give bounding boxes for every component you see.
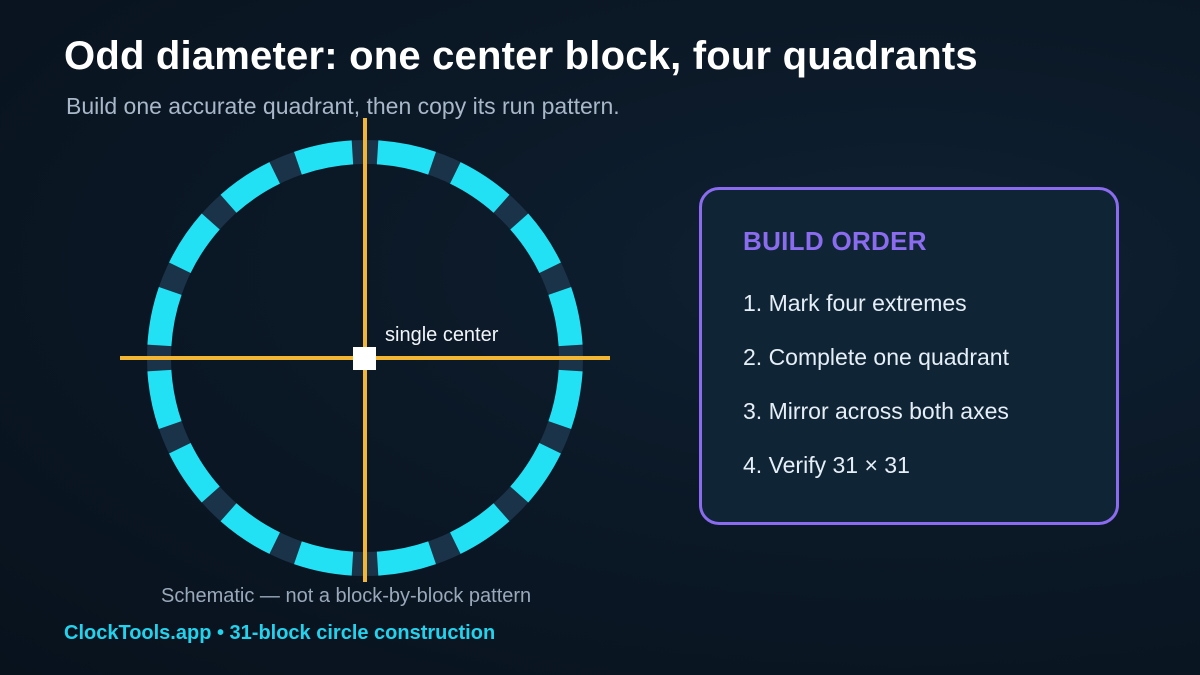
build-order-heading: BUILD ORDER [743, 226, 927, 256]
build-step: 1. Mark four extremes [743, 290, 967, 316]
center-block [353, 347, 376, 370]
ring-segment [449, 162, 510, 213]
ring-segment [376, 140, 436, 175]
ring-segment [169, 442, 220, 503]
page-subtitle: Build one accurate quadrant, then copy i… [66, 93, 620, 119]
ring-segment [548, 287, 583, 347]
build-step: 3. Mirror across both axes [743, 398, 1009, 424]
ring-segment [510, 442, 561, 503]
page-title: Odd diameter: one center block, four qua… [64, 34, 978, 78]
ring-segments [147, 140, 583, 576]
build-order-panel: BUILD ORDER 1. Mark four extremes 2. Com… [699, 187, 1119, 525]
ring-segment [294, 541, 354, 576]
circle-diagram: single center [120, 118, 610, 582]
diagram-caption: Schematic — not a block-by-block pattern [161, 585, 532, 607]
ring-segment [294, 140, 354, 175]
ring-segment [449, 503, 510, 554]
ring-segment [220, 503, 281, 554]
ring-segment [147, 287, 182, 347]
ring-segment [510, 213, 561, 274]
center-label: single center [385, 324, 499, 346]
ring-segment [169, 213, 220, 274]
ring-segment [147, 369, 182, 429]
build-step: 2. Complete one quadrant [743, 344, 1009, 370]
ring-segment [548, 369, 583, 429]
build-order-steps: 1. Mark four extremes 2. Complete one qu… [743, 290, 1009, 506]
footer-credit: ClockTools.app • 31-block circle constru… [64, 622, 496, 644]
build-step: 4. Verify 31 × 31 [743, 452, 910, 478]
ring-segment [376, 541, 436, 576]
ring-segment [220, 162, 281, 213]
